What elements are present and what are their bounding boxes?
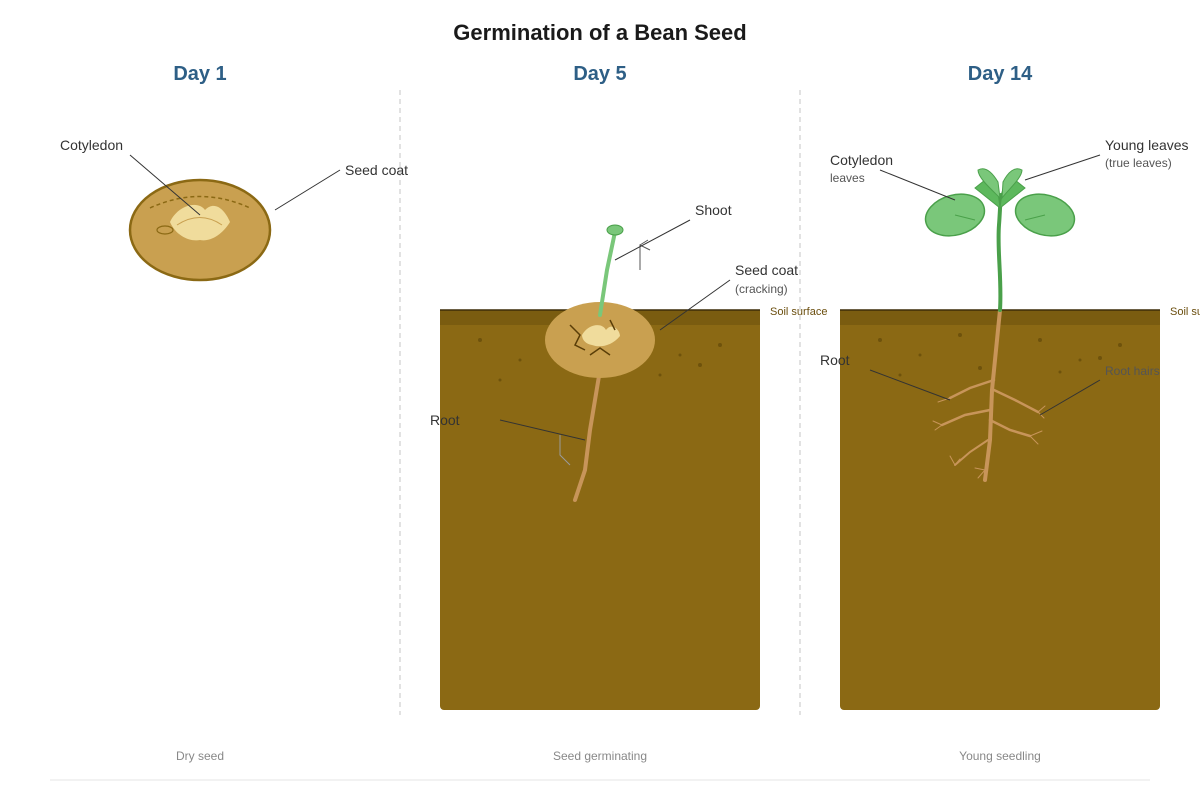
day-5-caption: Seed germinating [553,749,647,763]
seed-coat-leader-line [659,279,731,331]
seed-coat-crack-left [569,324,586,351]
young-leaves-leader-line [1024,154,1101,181]
soil-specks [478,338,722,382]
shoot-tip [606,224,624,236]
cotyledon-leaf-left-vein [954,214,976,221]
seed-coat-leader-line [274,169,341,211]
soil-surface-label: Soil surface [770,306,827,318]
root-hairs-leader-line [1039,379,1101,416]
seedling-stem [996,193,1003,312]
true-leaves [974,168,1026,210]
soil-specks [878,333,1122,377]
cotyledon-leader-line [879,169,956,201]
germinating-seed [545,302,655,378]
day-14-caption: Young seedling [959,749,1041,763]
seed-coat-label: Seed coat [735,262,798,278]
day-1-caption: Dry seed [176,749,224,763]
shoot-label: Shoot [695,202,732,218]
seed-seam-line [149,195,251,209]
cotyledon-leader-line [129,154,201,216]
soil-block [840,310,1160,710]
lateral-root-left-upper [948,378,996,400]
primary-root [983,308,1002,482]
cotyledon-note: leaves [830,171,865,185]
lateral-root-left-middle [940,408,992,427]
seed-coat-crack-top [609,319,616,331]
root-leader-line [499,419,586,441]
true-leaf-right-upper [1001,168,1023,200]
lateral-root-right-upper [992,388,1040,414]
soil-surface-label: Soil surface [1170,306,1200,318]
emerging-shoot [598,230,617,317]
cotyledon-label: Cotyledon [60,137,123,153]
young-leaves-label: Young leaves [1105,137,1189,153]
true-leaf-left-upper [977,168,1001,200]
root-label: Root [820,352,850,368]
day-5-panel: Soil surface Shoot Seed coat (cracking) … [430,202,827,763]
root-leader-line [869,369,951,401]
cotyledon-shape [582,325,620,347]
cotyledon-shape [170,204,230,241]
cotyledon-label: Cotyledon [830,152,893,168]
cotyledon-leaf-right-vein [1024,214,1046,221]
seed-coat-label: Seed coat [345,162,408,178]
day-14-panel: Soil surface [820,137,1200,763]
day-1-panel: Cotyledon Seed coat Dry seed [60,137,408,763]
root-system [932,308,1046,482]
root-hairs [932,397,1046,479]
growth-arrow-marker [639,239,651,270]
hilum-scar [156,225,174,235]
root-tip-marker [559,435,571,466]
primary-root [573,368,602,502]
lateral-root-right-middle [988,418,1032,438]
root-label: Root [430,412,460,428]
lateral-root-left-lower [954,439,989,466]
soil-block [440,310,760,710]
day-1-heading: Day 1 [173,63,226,85]
cotyledon-fold [176,217,223,226]
shoot-leader-line [614,219,691,261]
seed-coat-crack-bottom [589,347,611,356]
young-leaves-note: (true leaves) [1105,156,1172,170]
day-5-heading: Day 5 [573,63,626,85]
seed-coat-note: (cracking) [735,282,788,296]
diagram-title: Germination of a Bean Seed [453,20,746,45]
day-14-heading: Day 14 [968,63,1033,85]
dry-seed-illustration [128,178,272,282]
root-hairs-label: Root hairs [1105,364,1160,378]
